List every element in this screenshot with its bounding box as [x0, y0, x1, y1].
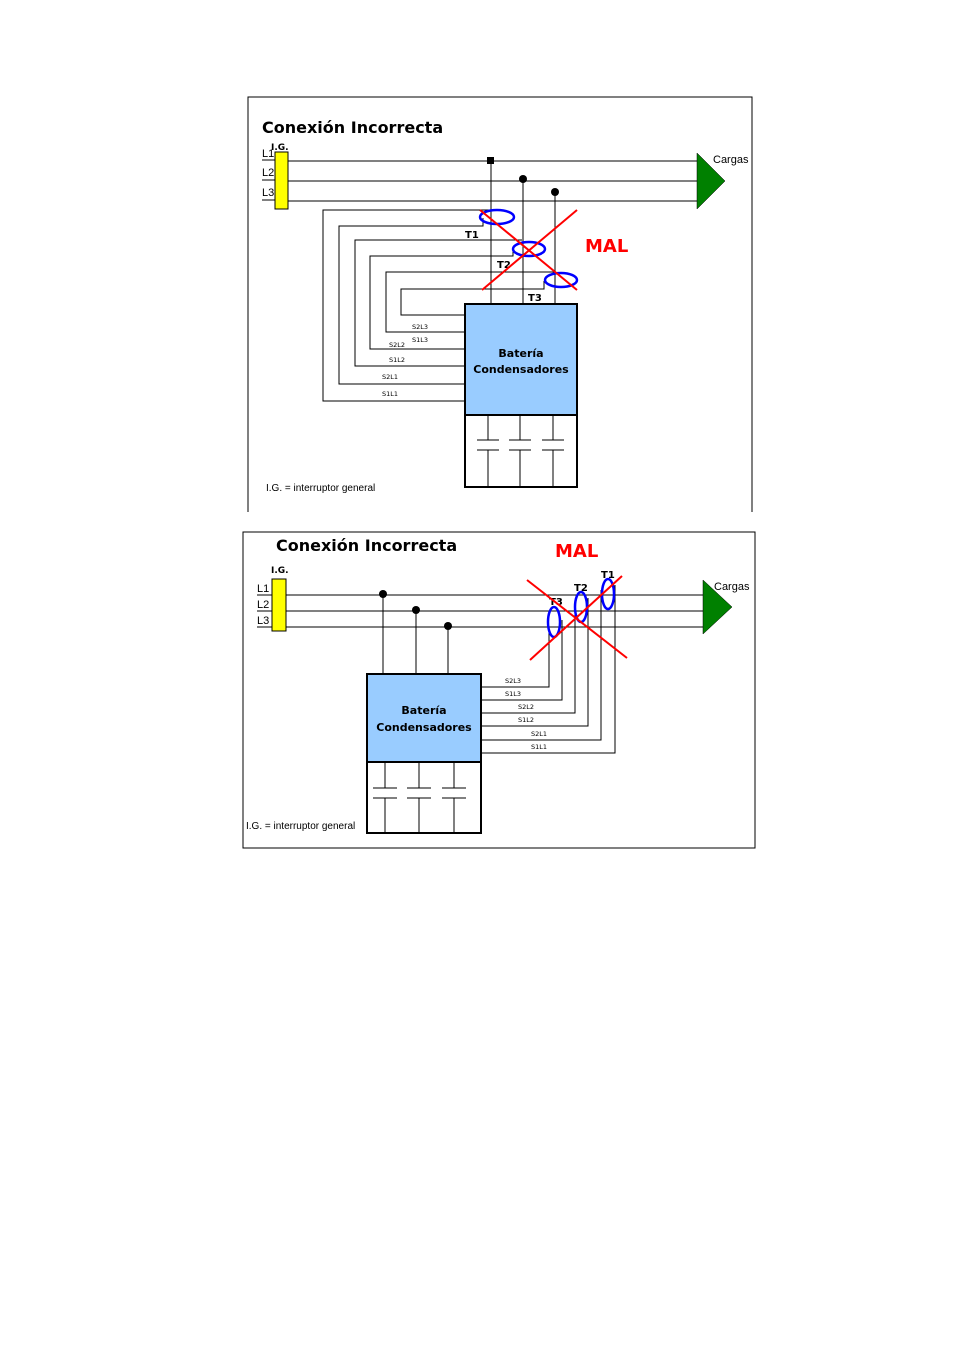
diagram-2-legend: I.G. = interruptor general [246, 821, 355, 832]
diagram-1-ct-label-t1: T1 [465, 230, 479, 241]
diagram-2-wire-label: S2L1 [531, 730, 547, 738]
diagram-2-wire-label: S1L2 [518, 716, 534, 724]
diagram-1-line-label-l1: L1 [262, 148, 274, 160]
diagram-1-wire-label: S2L2 [389, 341, 405, 349]
diagram-2-ct-label-t1: T1 [601, 570, 615, 581]
diagram-2-battery-label: Batería [401, 704, 446, 717]
diagram-2-line-label-l2: L2 [257, 599, 269, 611]
diagram-2-ct-t1 [600, 577, 616, 611]
diagram-1-ct-label-t3: T3 [528, 293, 542, 304]
diagram-1-ct-t3 [543, 271, 579, 289]
diagram-1-switch-label: I.G. [271, 143, 289, 153]
diagram-1-wire-label: S2L1 [382, 373, 398, 381]
diagram-2-wire-label: S2L2 [518, 703, 534, 711]
diagram-2-battery-label: Condensadores [376, 721, 472, 734]
diagram-1-battery-box [464, 303, 578, 416]
diagram-1-loads-arrow [696, 152, 726, 210]
diagram-1-loads-label: Cargas [713, 154, 749, 166]
diagram-1: Conexión Incorrecta I.G. L1 L2 L3 Cargas [247, 96, 753, 512]
diagram-1-general-switch [274, 151, 289, 210]
diagram-2-verdict: MAL [555, 541, 598, 562]
diagram-1-battery-label: Batería [498, 347, 543, 360]
diagram-1-ct-t1 [478, 208, 516, 226]
diagram-2-cross [526, 579, 628, 659]
diagram-2-line-label-l1: L1 [257, 583, 269, 595]
diagram-2-battery-box [366, 673, 482, 763]
diagram-1-capacitor-box [464, 414, 578, 488]
diagram-2-wire-label: S1L3 [505, 690, 521, 698]
diagram-2-frame [242, 531, 756, 849]
diagram-1-ct-label-t2: T2 [497, 260, 511, 271]
diagram-2-loads-arrow [702, 579, 733, 635]
diagram-1-line-label-l2: L2 [262, 167, 274, 179]
diagram-1-wire-label: S1L3 [412, 336, 428, 344]
diagram-1-line-label-l3: L3 [262, 187, 274, 199]
diagram-1-wire-label: S1L2 [389, 356, 405, 364]
diagram-2-loads-label: Cargas [714, 581, 750, 593]
diagram-1-capacitors [477, 415, 564, 487]
diagram-1-battery-label: Condensadores [473, 363, 569, 376]
diagram-2-ct-label-t2: T2 [574, 583, 588, 594]
diagram-2-general-switch [271, 578, 287, 632]
diagram-2-line-label-l3: L3 [257, 615, 269, 627]
diagram-1-junction-l1 [487, 157, 494, 164]
diagram-1-ct-t2 [511, 240, 547, 258]
diagram-2-wire-label: S1L1 [531, 743, 547, 751]
diagram-1-wire-label: S1L1 [382, 390, 398, 398]
diagram-2: Conexión Incorrecta MAL I.G. L1 L2 L3 Ca… [242, 531, 756, 849]
diagram-2-wire-label: S2L3 [505, 677, 521, 685]
diagram-2-switch-label: I.G. [271, 566, 289, 576]
diagram-2-capacitors [373, 762, 466, 833]
diagram-1-frame [247, 96, 753, 512]
diagram-2-title: Conexión Incorrecta [276, 536, 457, 555]
diagram-1-legend: I.G. = interruptor general [266, 483, 375, 494]
diagram-1-title: Conexión Incorrecta [262, 118, 443, 137]
diagram-1-wire-label: S2L3 [412, 323, 428, 331]
diagram-1-verdict: MAL [585, 236, 628, 257]
